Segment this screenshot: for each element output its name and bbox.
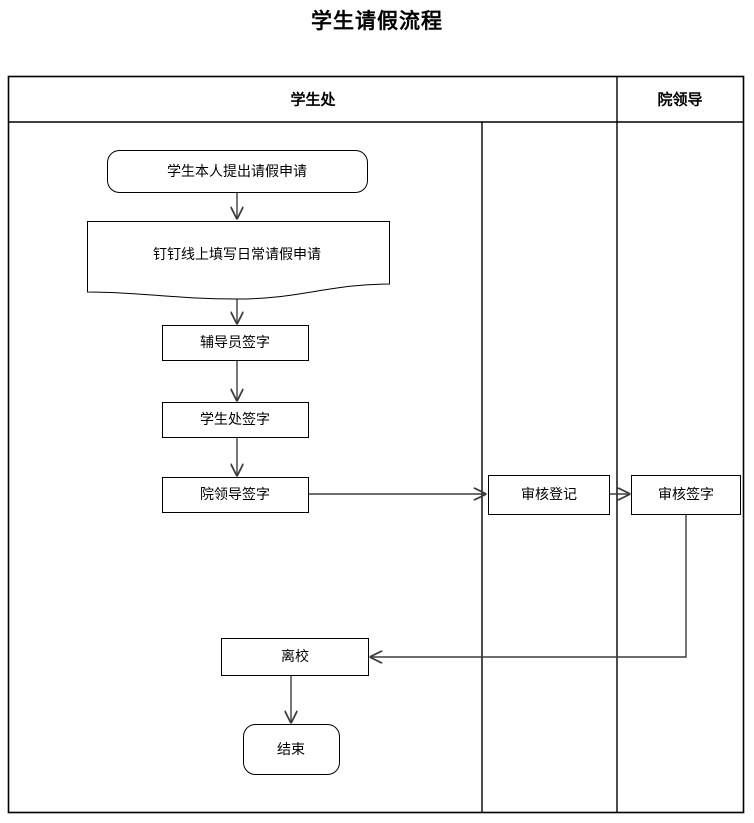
node-dingtalk[interactable]: 钉钉线上填写日常请假申请: [87, 221, 390, 300]
node-end[interactable]: 结束: [243, 724, 340, 775]
node-review-register[interactable]: 审核登记: [488, 475, 610, 515]
lane-header-student-affairs: 学生处: [290, 91, 336, 109]
page-title: 学生请假流程: [311, 9, 443, 33]
node-affairs-sign-label: 学生处签字: [200, 411, 270, 428]
node-review-sign-label: 审核签字: [658, 486, 714, 503]
node-apply[interactable]: 学生本人提出请假申请: [107, 150, 368, 193]
node-apply-label: 学生本人提出请假申请: [167, 164, 307, 180]
node-review-register-label: 审核登记: [521, 487, 577, 503]
node-end-label: 结束: [277, 742, 305, 758]
node-leave-school-label: 离校: [281, 648, 309, 665]
node-leave-school[interactable]: 离校: [221, 638, 369, 676]
node-dingtalk-label: 钉钉线上填写日常请假申请: [153, 247, 321, 263]
node-counselor-sign-label: 辅导员签字: [200, 334, 270, 351]
swimlane-frame: [7, 75, 745, 814]
lane-header-college-leader: 院领导: [657, 91, 702, 109]
node-affairs-sign[interactable]: 学生处签字: [162, 402, 309, 438]
node-counselor-sign[interactable]: 辅导员签字: [162, 325, 309, 361]
node-leader-sign[interactable]: 院领导签字: [162, 477, 309, 513]
node-leader-sign-label: 院领导签字: [200, 486, 270, 503]
node-review-sign[interactable]: 审核签字: [631, 475, 741, 515]
edge-review-sign-to-leave-school: [371, 512, 687, 657]
